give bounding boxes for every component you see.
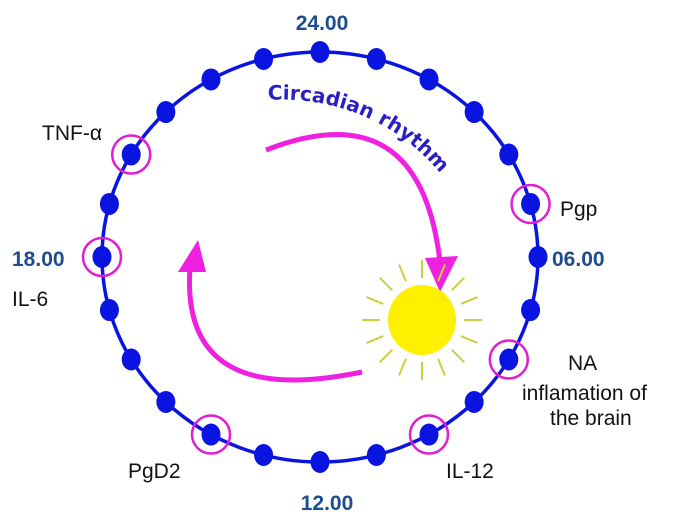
hour-dot [99, 192, 119, 215]
highlight-ring [110, 134, 152, 175]
hour-dot [366, 47, 386, 70]
hour-dot [121, 348, 141, 371]
arrow-night-to-day [265, 132, 443, 263]
sun-ray [378, 348, 394, 364]
hour-dot [419, 423, 439, 446]
sun-ray [437, 264, 446, 282]
sun-ray [398, 264, 407, 282]
label-il-12: IL-12 [446, 460, 494, 483]
hour-dot [99, 299, 119, 322]
sun-ray [366, 335, 384, 344]
circadian-rhythm-title: Circadian rhythm [267, 80, 454, 176]
sun-ray [366, 296, 384, 305]
sun-ray [460, 296, 478, 305]
label-inflammation-2: the brain [550, 407, 632, 430]
sun-ray [450, 348, 466, 364]
hour-dot [499, 348, 519, 371]
arrowhead-up [178, 240, 206, 272]
hour-dot [528, 246, 548, 268]
hour-dot [499, 143, 519, 166]
arrow-day-to-night [186, 267, 363, 383]
hour-dot [254, 444, 274, 467]
hour-dot [419, 68, 439, 91]
hour-dots [92, 41, 548, 473]
hour-dot [201, 423, 221, 446]
label-il-6: IL-6 [12, 288, 48, 311]
highlight-ring [81, 236, 123, 278]
hour-dot [310, 41, 330, 63]
sun-ray [437, 358, 446, 376]
hour-dot [92, 246, 112, 268]
highlight-rings [81, 134, 551, 455]
hour-dot [156, 390, 176, 413]
moon-icon [194, 160, 257, 222]
label-pgd2: PgD2 [128, 460, 181, 483]
sun-ray [460, 335, 478, 344]
hour-dot [521, 299, 541, 322]
highlight-ring [488, 339, 530, 380]
hour-dot [310, 451, 330, 473]
sun-ray [378, 276, 394, 292]
sun-ray [398, 358, 407, 376]
hour-dot [464, 101, 484, 124]
label-tnf-alpha: TNF-α [42, 122, 102, 145]
sun-ray [450, 276, 466, 292]
sun-icon [362, 260, 482, 380]
highlight-ring [510, 183, 551, 225]
hour-dot [464, 390, 484, 413]
hour-label-24: 24.00 [296, 12, 349, 35]
hour-label-12: 12.00 [301, 492, 354, 515]
hour-label-06: 06.00 [552, 248, 605, 271]
label-inflammation-1: inflamation of [522, 382, 647, 405]
hour-dot [201, 68, 221, 91]
hour-dot [366, 444, 386, 467]
hour-label-18: 18.00 [12, 248, 65, 271]
highlight-ring [190, 414, 232, 455]
hour-dot [121, 143, 141, 166]
hour-dot [254, 47, 274, 70]
label-pgp: Pgp [560, 198, 597, 221]
hour-dot [156, 101, 176, 124]
highlight-ring [408, 414, 450, 455]
hour-dot [521, 192, 541, 215]
label-na: NA [568, 352, 597, 375]
